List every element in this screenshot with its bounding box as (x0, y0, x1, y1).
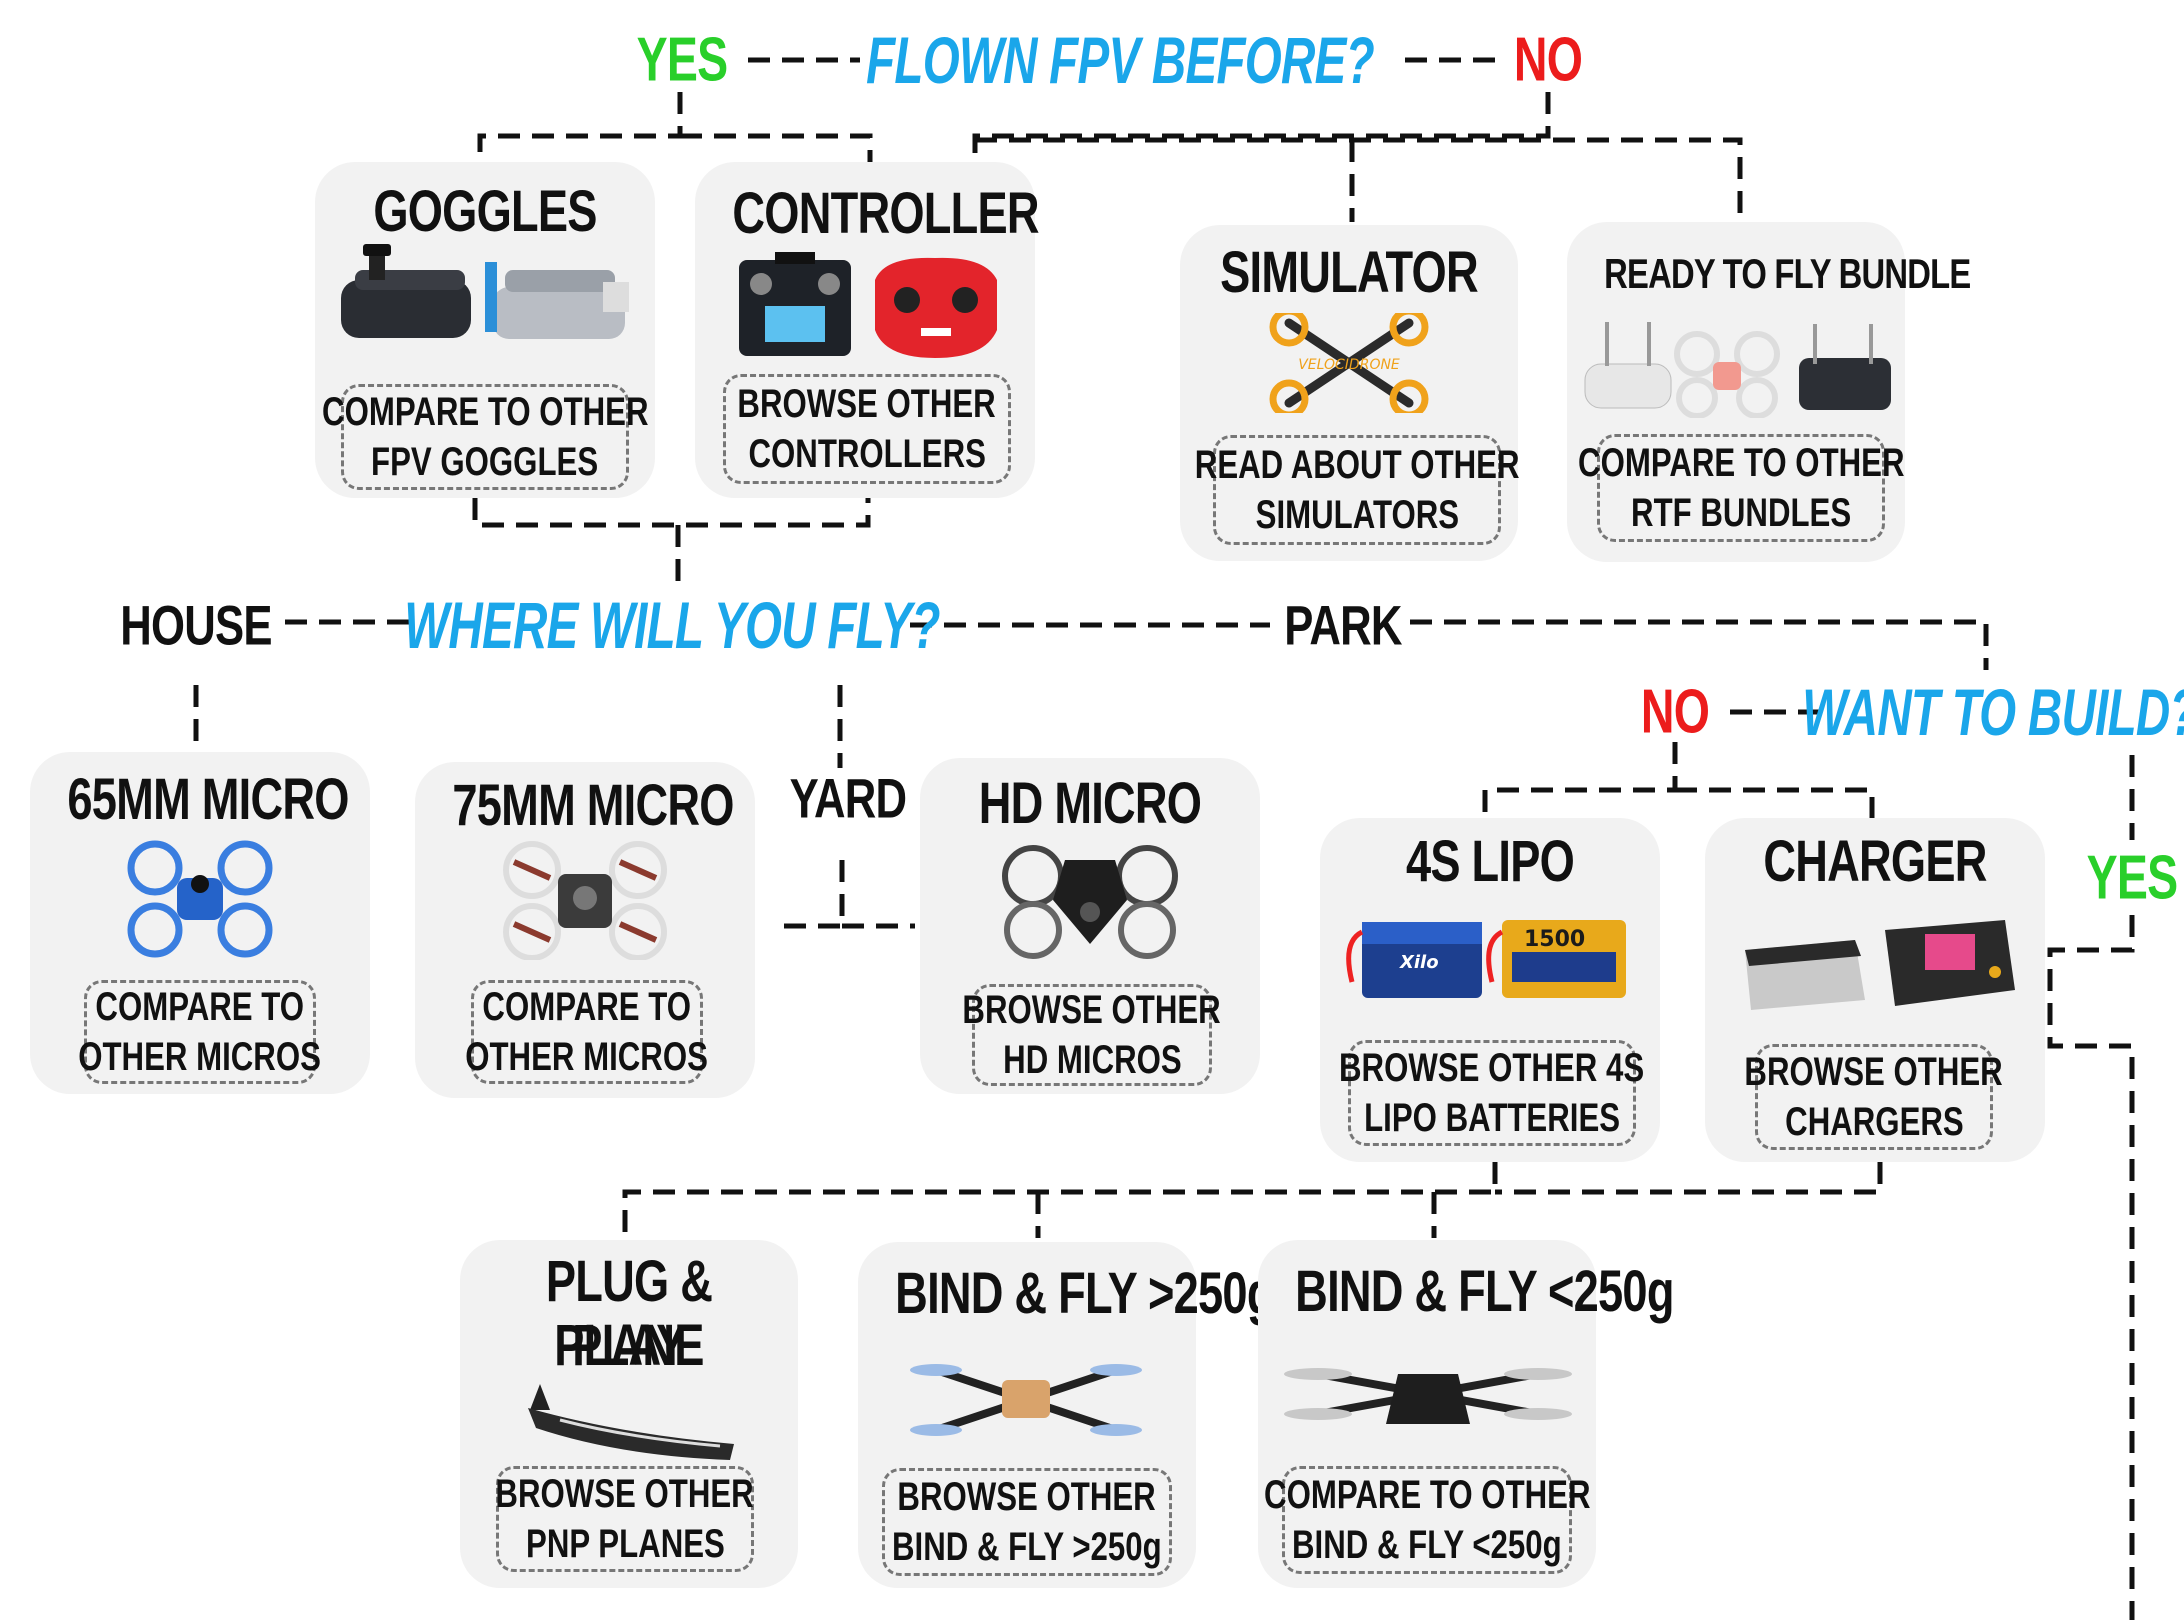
house-label: HOUSE (120, 593, 272, 657)
rtf-link-line-2: RTF BUNDLES (1630, 491, 1852, 535)
bnf-over-link-line-1: BROWSE OTHER (897, 1475, 1157, 1519)
flying-wing-plane-icon (528, 1384, 734, 1460)
goggles-card: GOGGLES COMPARE TO OTHER FPV GOGGLES (315, 162, 655, 498)
micro65-card: 65MM MICRO COMPARE TO OTHER MICROS (30, 752, 370, 1094)
micro75-link-line-2: OTHER MICROS (465, 1035, 709, 1079)
build-yes-label: YES (2086, 843, 2179, 913)
build-question: WANT TO BUILD? (1802, 675, 2184, 749)
lipo-battery-label-2: 1500 (1524, 927, 1585, 952)
simulator-card: SIMULATOR VELOCIDRONE READ ABOUT OTHER S… (1180, 225, 1519, 561)
where-question: WHERE WILL YOU FLY? (404, 588, 940, 662)
pnp-title-line-1: PLUG & PLAY (545, 1249, 713, 1378)
controller-link-line-1: BROWSE OTHER (737, 382, 997, 426)
simulator-logo-icon: VELOCIDRONE (1269, 313, 1429, 413)
simulator-read-link[interactable]: READ ABOUT OTHER SIMULATORS (1195, 435, 1519, 545)
bnf-under-compare-link[interactable]: COMPARE TO OTHER BIND & FLY <250g (1264, 1466, 1590, 1574)
hdmicro-link-line-1: BROWSE OTHER (962, 988, 1222, 1032)
lipo-link-line-2: LIPO BATTERIES (1364, 1096, 1620, 1140)
micro75-link-line-1: COMPARE TO (482, 985, 692, 1029)
bnf-over-link-line-2: BIND & FLY >250g (892, 1525, 1162, 1569)
micro75-compare-link[interactable]: COMPARE TO OTHER MICROS (466, 980, 708, 1084)
bnf-over-browse-link[interactable]: BROWSE OTHER BIND & FLY >250g (882, 1468, 1172, 1576)
simulator-title: SIMULATOR (1220, 240, 1478, 305)
rtf-bundle-title: READY TO FLY BUNDLE (1604, 250, 1971, 297)
micro65-link-line-2: OTHER MICROS (78, 1035, 322, 1079)
battery-charger-icon (1745, 920, 2015, 1010)
controller-title: CONTROLLER (732, 181, 1039, 246)
micro-drone-icon (503, 841, 667, 960)
flown-yes-label: YES (636, 25, 729, 95)
hdmicro-link-line-2: HD MICROS (1002, 1038, 1182, 1082)
pnp-link-line-1: BROWSE OTHER (495, 1472, 755, 1516)
lipo-battery-icon: Xilo 1500 (1346, 920, 1626, 998)
bnf-under-link-line-1: COMPARE TO OTHER (1263, 1473, 1591, 1517)
yard-label: YARD (789, 766, 907, 830)
micro65-link-line-1: COMPARE TO (95, 985, 305, 1029)
charger-title: CHARGER (1763, 829, 1987, 894)
controller-link-line-2: CONTROLLERS (748, 432, 986, 476)
lipo-battery-label-1: Xilo (1399, 952, 1439, 973)
rtf-bundle-icon (1584, 322, 1891, 418)
simulator-link-line-2: SIMULATORS (1255, 493, 1459, 537)
bnf-under-title: BIND & FLY <250g (1295, 1259, 1674, 1324)
micro75-card: 75MM MICRO COMPARE TO OTHER MICROS (415, 762, 755, 1098)
micro-drone-icon (1002, 845, 1178, 959)
charger-card: CHARGER BROWSE OTHER CHARGERS (1705, 818, 2045, 1162)
micro65-compare-link[interactable]: COMPARE TO OTHER MICROS (79, 980, 321, 1084)
controller-card: CONTROLLER BROWSE OTHER CONTROLLERS (695, 162, 1040, 498)
lipo-link-line-1: BROWSE OTHER 4S (1339, 1046, 1645, 1090)
goggles-compare-link[interactable]: COMPARE TO OTHER FPV GOGGLES (322, 384, 648, 490)
pnp-browse-link[interactable]: BROWSE OTHER PNP PLANES (496, 1466, 754, 1572)
charger-link-line-1: BROWSE OTHER (1744, 1050, 2004, 1094)
bnf-under-link-line-2: BIND & FLY <250g (1292, 1523, 1562, 1567)
charger-link-line-2: CHARGERS (1784, 1100, 1964, 1144)
lipo-browse-link[interactable]: BROWSE OTHER 4S LIPO BATTERIES (1339, 1040, 1645, 1146)
hdmicro-title: HD MICRO (978, 771, 1202, 836)
pnp-link-line-2: PNP PLANES (525, 1522, 725, 1566)
goggles-link-line-2: FPV GOGGLES (371, 440, 599, 484)
pnp-plane-card: PLUG & PLAY PLANE BROWSE OTHER PNP PLANE… (460, 1240, 798, 1588)
rtf-bundle-card: READY TO FLY BUNDLE COMPARE TO OTHER RTF… (1567, 222, 1971, 562)
rtf-compare-link[interactable]: COMPARE TO OTHER RTF BUNDLES (1578, 434, 1904, 542)
micro75-title: 75MM MICRO (452, 773, 734, 838)
lipo-title: 4S LIPO (1405, 829, 1575, 894)
bnf-under-card: BIND & FLY <250g COMPARE TO OTHER BIND &… (1258, 1240, 1674, 1588)
quadcopter-icon (910, 1364, 1142, 1436)
micro-drone-icon (127, 840, 273, 958)
hdmicro-browse-link[interactable]: BROWSE OTHER HD MICROS (963, 984, 1221, 1086)
park-label: PARK (1284, 593, 1402, 657)
hdmicro-card: HD MICRO BROWSE OTHER HD MICROS (920, 758, 1260, 1094)
goggles-link-line-1: COMPARE TO OTHER (321, 390, 649, 434)
flown-question: FLOWN FPV BEFORE? (866, 23, 1375, 97)
goggles-title: GOGGLES (373, 179, 597, 244)
simulator-logo-text: VELOCIDRONE (1298, 357, 1400, 373)
bnf-over-title: BIND & FLY >250g (895, 1261, 1274, 1326)
bnf-over-card: BIND & FLY >250g BROWSE OTHER BIND & FLY… (858, 1242, 1274, 1588)
charger-browse-link[interactable]: BROWSE OTHER CHARGERS (1745, 1044, 2003, 1150)
quadcopter-icon (1284, 1368, 1572, 1424)
rtf-link-line-1: COMPARE TO OTHER (1577, 441, 1905, 485)
build-no-label: NO (1640, 677, 1710, 747)
micro65-title: 65MM MICRO (67, 767, 349, 832)
lipo-card: 4S LIPO Xilo 1500 BROWSE OTHER 4S LIPO B… (1320, 818, 1660, 1162)
radio-controller-icon (739, 252, 997, 358)
pnp-title-line-2: PLANE (554, 1313, 704, 1378)
fpv-goggles-icon (341, 244, 629, 339)
flown-no-label: NO (1513, 25, 1583, 95)
controller-browse-link[interactable]: BROWSE OTHER CONTROLLERS (723, 374, 1011, 484)
simulator-link-line-1: READ ABOUT OTHER (1194, 443, 1520, 487)
